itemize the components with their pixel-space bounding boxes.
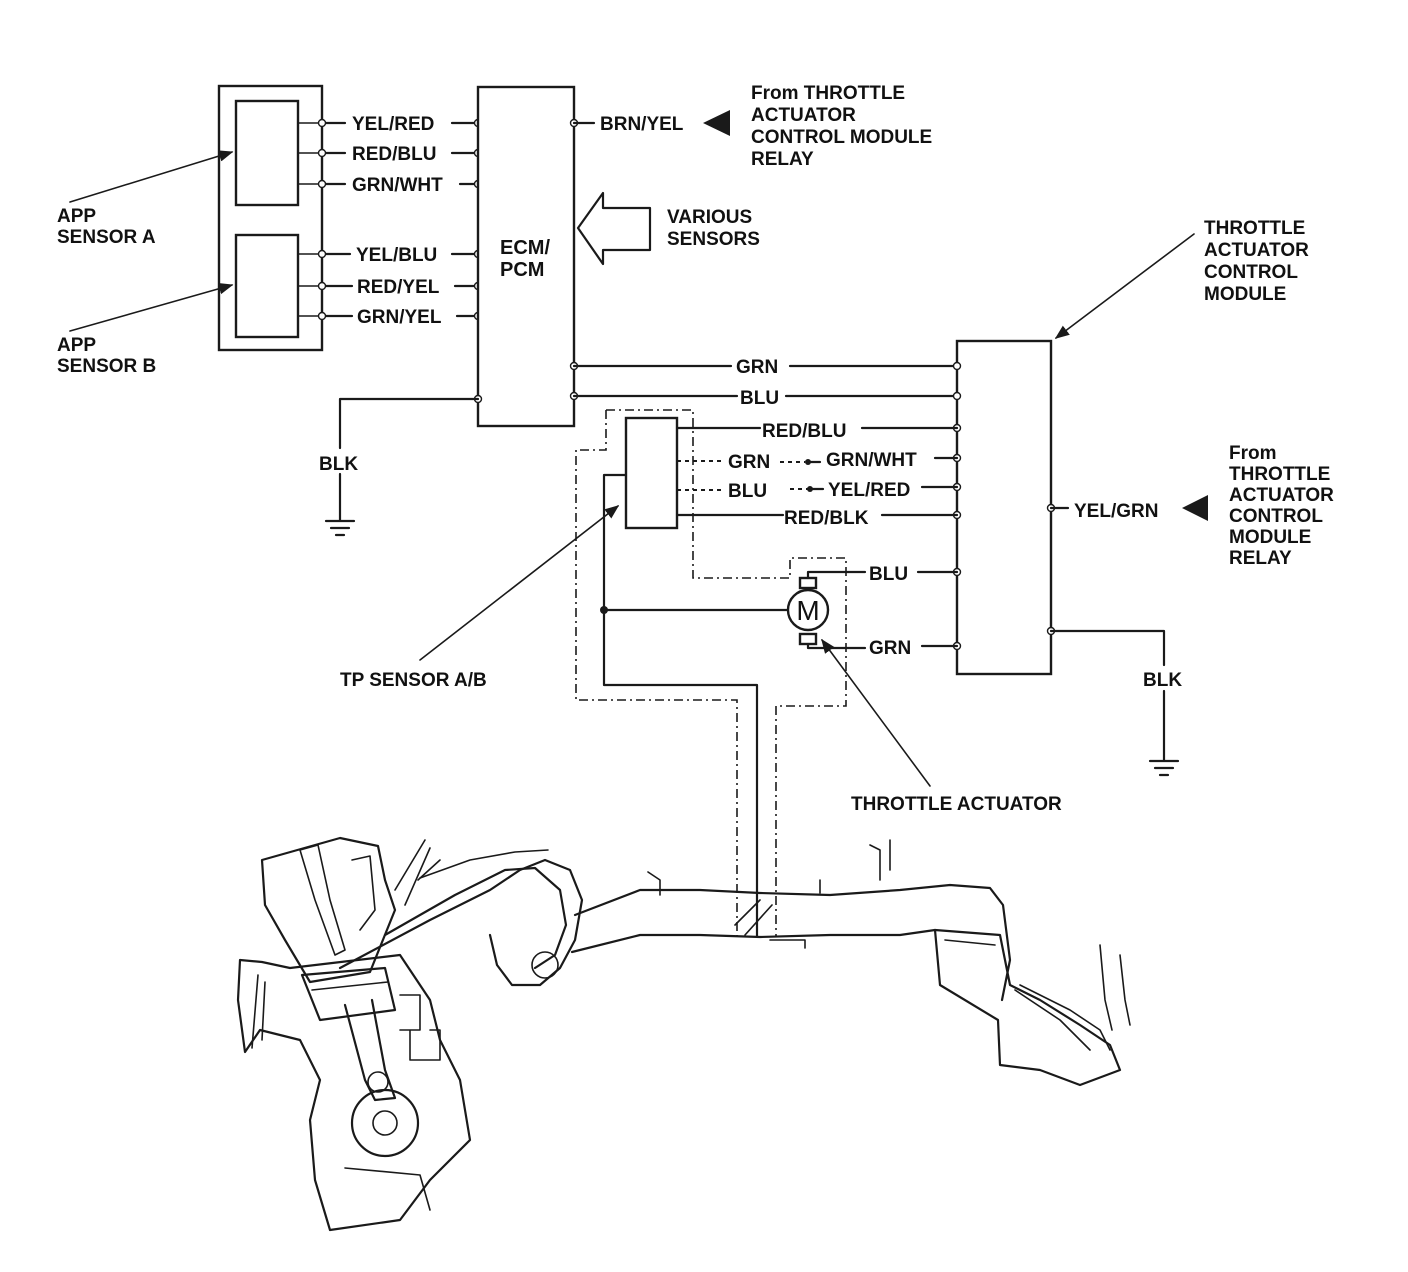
throttle-actuator-control-module xyxy=(952,339,1056,676)
relay-right-line2: THROTTLE xyxy=(1229,464,1330,485)
tacm-label-line3: CONTROL xyxy=(1204,262,1298,283)
connector-arrow-icon xyxy=(1182,495,1208,521)
air-cleaner-box xyxy=(933,928,1122,1087)
engine-block xyxy=(236,953,472,1232)
tacm-label-line4: MODULE xyxy=(1204,284,1286,305)
wire-label-grn-yel: GRN/YEL xyxy=(357,307,442,328)
wire-label-tp-grn: GRN xyxy=(728,452,770,473)
relay-top-line3: CONTROL MODULE xyxy=(751,127,932,148)
wire-label-brn-yel: BRN/YEL xyxy=(600,114,684,135)
relay-top-line4: RELAY xyxy=(751,149,814,170)
wire-label-red-yel: RED/YEL xyxy=(357,277,440,298)
relay-top-line2: ACTUATOR xyxy=(751,105,856,126)
ecm-pcm-module: ECM/ PCM xyxy=(473,85,579,428)
various-sensors-line2: SENSORS xyxy=(667,229,760,250)
wire-label-tp-red-blk: RED/BLK xyxy=(784,508,869,529)
throttle-actuator-label: THROTTLE ACTUATOR xyxy=(851,794,1062,815)
throttle-body-outline xyxy=(575,409,847,936)
cylinder-head xyxy=(260,836,397,984)
relay-right-line1: From xyxy=(1229,443,1277,464)
tp-sensor-a-b: RED/BLU GRN GRN/WHT BLU YEL/RED RED/BLK xyxy=(624,416,959,530)
relay-top-line1: From THROTTLE xyxy=(751,83,905,104)
relay-right-line5: MODULE xyxy=(1229,527,1311,548)
relay-right-line3: ACTUATOR xyxy=(1229,485,1334,506)
wire-label-yel-grn: YEL/GRN xyxy=(1074,501,1158,522)
crankshaft xyxy=(350,1088,420,1158)
wire-label-tacm-blk: BLK xyxy=(1143,670,1182,691)
ecm-label-line1: ECM/ xyxy=(500,237,550,259)
wire-label-blu: BLU xyxy=(740,388,779,409)
input-arrow-icon xyxy=(576,191,652,266)
ecm-ground: BLK xyxy=(319,397,480,537)
motor-symbol: M xyxy=(796,595,819,626)
various-sensors-input: VARIOUS SENSORS xyxy=(576,191,760,266)
app-sensor-callouts: APP SENSOR A APP SENSOR B xyxy=(57,150,234,377)
relay-right-line6: RELAY xyxy=(1229,548,1292,569)
ecm-power-feed: BRN/YEL From THROTTLE ACTUATOR CONTROL M… xyxy=(572,83,932,170)
wire-label-tp-grn-wht: GRN/WHT xyxy=(826,450,917,471)
relay-right-line4: CONTROL xyxy=(1229,506,1323,527)
app-sensor-b-label-line2: SENSOR B xyxy=(57,356,156,377)
tacm-power-feed: YEL/GRN From THROTTLE ACTUATOR CONTROL M… xyxy=(1049,443,1334,569)
connector-arrow-icon xyxy=(703,110,730,136)
wire-label-motor-blu: BLU xyxy=(869,564,908,585)
wire-label-tp-yel-red: YEL/RED xyxy=(828,480,910,501)
throttle-actuator-motor: M BLU GRN xyxy=(786,564,959,659)
wire-label-red-blu: RED/BLU xyxy=(352,144,436,165)
tacm-label-line1: THROTTLE xyxy=(1204,218,1305,239)
app-sensor-a-label-line2: SENSOR A xyxy=(57,227,156,248)
wire-label-ecm-blk: BLK xyxy=(319,454,358,475)
tacm-ground: BLK xyxy=(1049,629,1182,777)
various-sensors-line1: VARIOUS xyxy=(667,207,752,228)
wire-label-tp-red-blu: RED/BLU xyxy=(762,421,846,442)
wire-label-motor-grn: GRN xyxy=(869,638,911,659)
app-sensor-wires: YEL/RED RED/BLU GRN/WHT YEL/BLU RED/YEL … xyxy=(317,114,483,328)
app-sensor-b-label-line1: APP xyxy=(57,335,96,356)
wire-label-grn-wht: GRN/WHT xyxy=(352,175,443,196)
motor-icon xyxy=(786,588,830,632)
tacm-label-line2: ACTUATOR xyxy=(1204,240,1309,261)
ground-icon xyxy=(1148,759,1180,777)
ecm-label-line2: PCM xyxy=(500,259,544,281)
app-sensor-b-element xyxy=(234,233,300,339)
app-sensor-a-label-line1: APP xyxy=(57,206,96,227)
wire-label-tp-blu: BLU xyxy=(728,481,767,502)
app-sensor-a-element xyxy=(234,99,300,207)
tacm-callout: THROTTLE ACTUATOR CONTROL MODULE xyxy=(1054,218,1309,339)
throttle-actuator-callout: THROTTLE ACTUATOR xyxy=(821,638,1062,815)
app-sensor-assembly xyxy=(217,84,324,352)
engine-cutaway-illustration xyxy=(236,836,1131,1232)
ground-icon xyxy=(324,519,356,537)
wire-label-grn: GRN xyxy=(736,357,778,378)
throttle-linkage xyxy=(600,473,790,938)
tp-sensor-label: TP SENSOR A/B xyxy=(340,670,487,691)
wire-label-yel-red: YEL/RED xyxy=(352,114,434,135)
tp-sensor-callout: TP SENSOR A/B xyxy=(340,505,620,691)
piston xyxy=(300,966,397,1022)
ecm-to-tacm-wires: GRN BLU xyxy=(572,357,959,409)
wire-label-yel-blu: YEL/BLU xyxy=(356,245,437,266)
